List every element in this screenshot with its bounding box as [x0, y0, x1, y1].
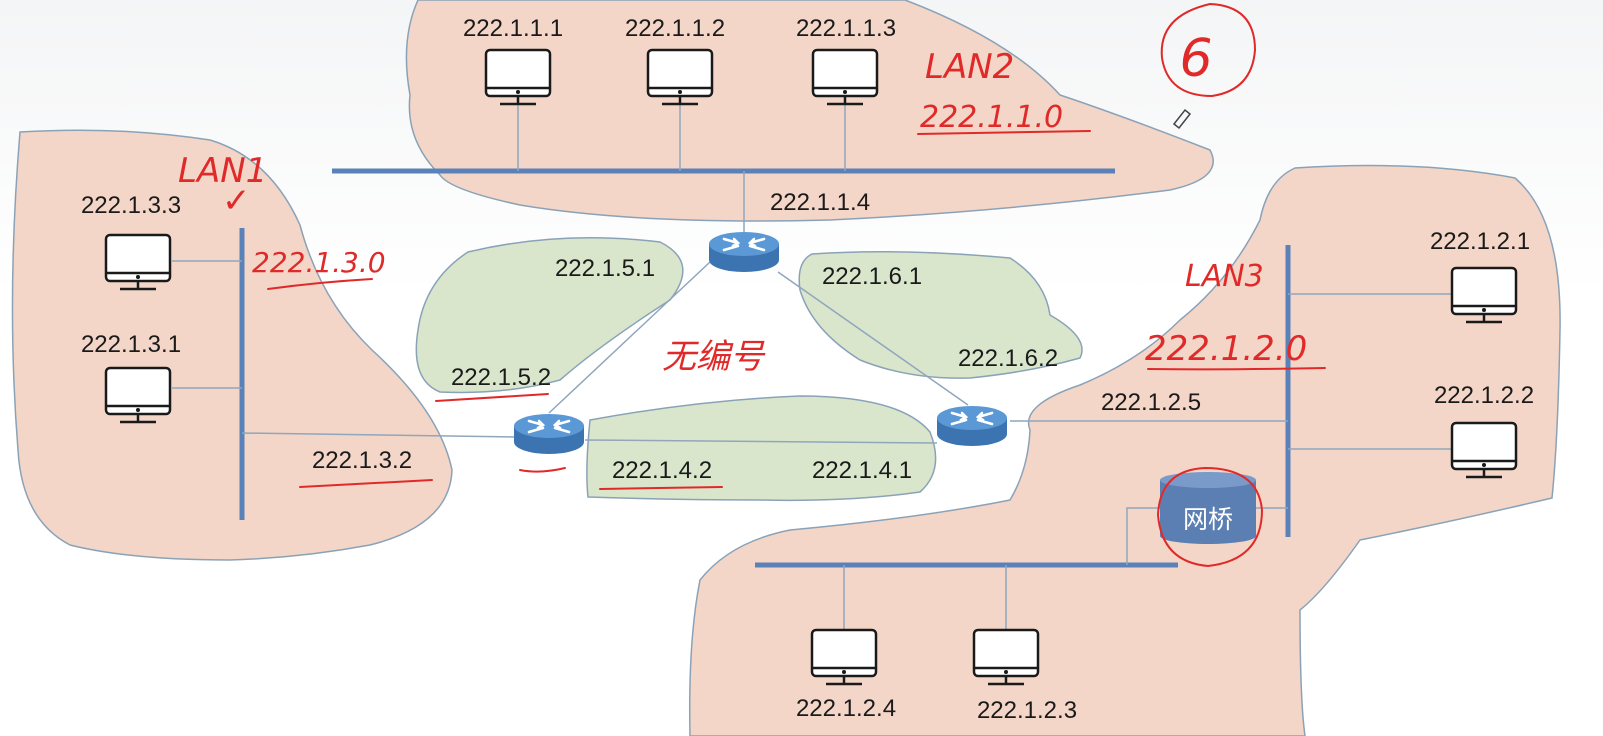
pc-222-1-3-3 — [104, 233, 172, 291]
lan2-hand-label: LAN2 — [925, 47, 1014, 87]
link-222-1-4-1: 222.1.4.1 — [812, 457, 912, 484]
center-note: 无编号 — [662, 337, 766, 377]
bridge-icon — [1160, 472, 1256, 544]
underline-222-1-4-2 — [599, 486, 723, 490]
pc-222-1-2-4 — [810, 628, 878, 686]
lan3-hand-label: LAN3 — [1185, 259, 1264, 294]
lan1-hand-label: LAN1 — [178, 151, 267, 191]
lan3-host-1-ip: 222.1.2.1 — [1430, 228, 1530, 255]
lan2-host-1-ip: 222.1.1.1 — [463, 15, 563, 42]
pen-cursor-icon — [1172, 108, 1192, 130]
lan1-check-mark: ✓ — [222, 181, 251, 221]
bridge-circle — [1156, 466, 1264, 568]
bridge-label: 网桥 — [1183, 505, 1233, 534]
lan3-host-2-ip: 222.1.2.2 — [1434, 382, 1534, 409]
svg-text:6: 6 — [1179, 29, 1212, 89]
wires — [172, 104, 1454, 630]
router-left-icon — [512, 412, 586, 456]
pc-222-1-1-2 — [646, 48, 714, 106]
lan2-region — [405, 0, 1214, 222]
wan-4-region — [586, 395, 937, 502]
lan3-hand-net: 222.1.2.0 — [1145, 329, 1307, 369]
lan2-host-2-ip: 222.1.1.2 — [625, 15, 725, 42]
lan2-router-ip: 222.1.1.4 — [770, 189, 870, 216]
lan3-host-3-ip: 222.1.2.3 — [977, 697, 1077, 724]
lan3-host-4-ip: 222.1.2.4 — [796, 695, 896, 722]
pc-222-1-1-3 — [811, 48, 879, 106]
lan1-host-1-ip: 222.1.3.1 — [81, 331, 181, 358]
lan1-hand-net: 222.1.3.0 — [252, 246, 386, 279]
lan3-region — [688, 164, 1561, 736]
lan3-net-underline — [1147, 367, 1326, 371]
lan2-hand-net: 222.1.1.0 — [920, 100, 1063, 135]
underline-222-1-5-2 — [435, 393, 549, 402]
lan2-host-3-ip: 222.1.1.3 — [796, 15, 896, 42]
lan1-router-ip: 222.1.3.2 — [312, 447, 412, 474]
pc-222-1-1-1 — [484, 48, 552, 106]
link-222-1-4-2: 222.1.4.2 — [612, 457, 712, 484]
wan-6-region — [798, 251, 1083, 379]
link-222-1-5-1: 222.1.5.1 — [555, 255, 655, 282]
lan3-router-ip: 222.1.2.5 — [1101, 389, 1201, 416]
link-222-1-6-2: 222.1.6.2 — [958, 345, 1058, 372]
pc-222-1-2-3 — [972, 628, 1040, 686]
router-top-icon — [707, 230, 781, 274]
underline-router-left — [519, 467, 566, 473]
lan1-net-underline — [267, 278, 373, 290]
pc-222-1-2-1 — [1450, 266, 1518, 324]
circled-six: 6 — [1160, 2, 1257, 98]
link-222-1-5-2: 222.1.5.2 — [451, 364, 551, 391]
router-right-icon — [935, 404, 1009, 448]
lan1-host-3-ip: 222.1.3.3 — [81, 192, 181, 219]
pc-222-1-2-2 — [1450, 421, 1518, 479]
underline-222-1-3-2 — [299, 479, 433, 488]
lan2-net-underline — [917, 130, 1091, 135]
link-222-1-6-1: 222.1.6.1 — [822, 263, 922, 290]
wan-5-region — [415, 237, 684, 394]
pc-222-1-3-1 — [104, 366, 172, 424]
